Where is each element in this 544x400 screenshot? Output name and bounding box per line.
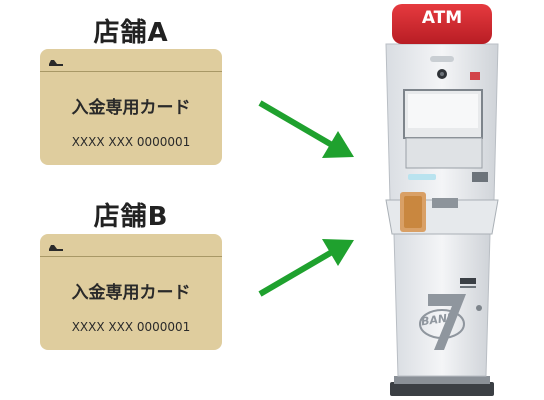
- atm-logo: ATM: [421, 8, 463, 28]
- store-a-label: 店舗A: [93, 18, 169, 48]
- deposit-card-store-a: 入金専用カード XXXX XXX 0000001: [40, 49, 222, 165]
- card-number: XXXX XXX 0000001: [71, 135, 191, 149]
- card-title: 入金専用カード: [71, 283, 191, 303]
- card-chip-icon: [49, 60, 63, 66]
- card-title: 入金専用カード: [71, 98, 191, 118]
- store-b-label: 店舗B: [93, 202, 169, 232]
- arrow-down-right-icon: [258, 100, 354, 158]
- atm-machine-illustration: [385, 4, 499, 396]
- arrow-up-right-icon: [258, 239, 354, 297]
- card-chip-icon: [49, 245, 63, 251]
- deposit-card-store-b: 入金専用カード XXXX XXX 0000001: [40, 234, 222, 350]
- card-divider: [40, 256, 222, 257]
- card-divider: [40, 71, 222, 72]
- card-number: XXXX XXX 0000001: [71, 320, 191, 334]
